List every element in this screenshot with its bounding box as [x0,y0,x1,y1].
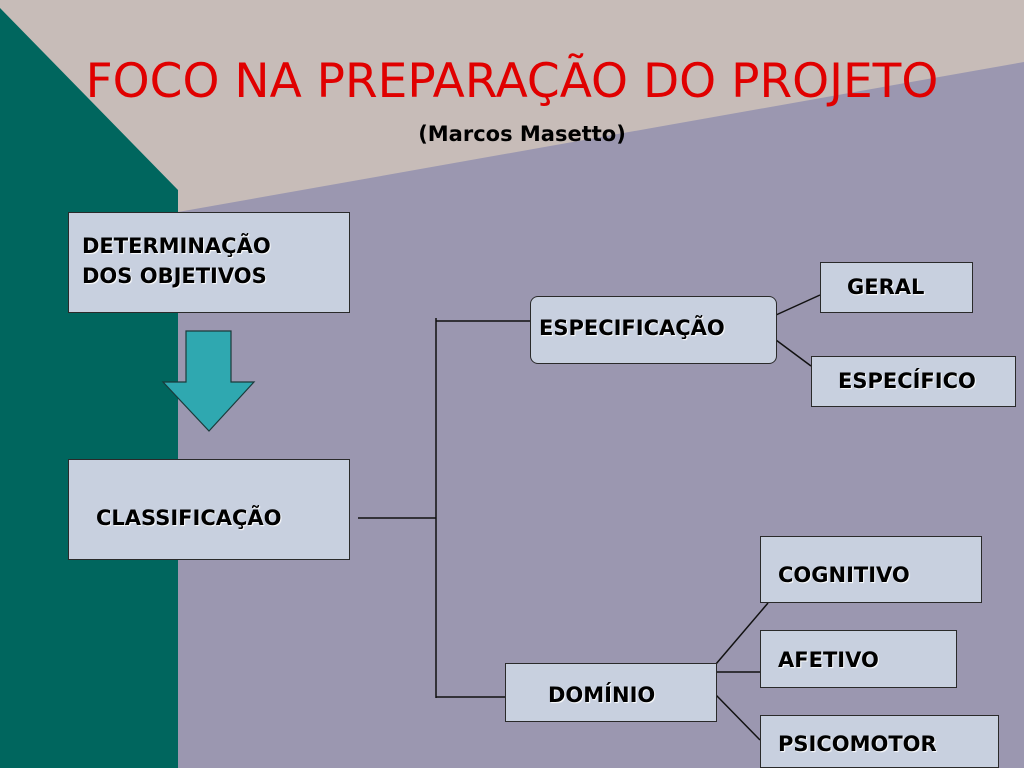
cognitivo-box: COGNITIVO [760,536,982,603]
dominio-box: DOMÍNIO [505,663,717,722]
especificacao-box: ESPECIFICAÇÃO [530,296,777,364]
geral-box: GERAL [820,262,973,313]
dominio-label: DOMÍNIO [548,683,656,707]
geral-label: GERAL [847,275,925,299]
especificacao-label: ESPECIFICAÇÃO [539,316,725,340]
especifico-label: ESPECÍFICO [838,369,976,393]
determinacao-label-line2: DOS OBJETIVOS [82,264,267,288]
cognitivo-label: COGNITIVO [778,563,910,587]
afetivo-label: AFETIVO [778,648,879,672]
determinacao-label-line1: DETERMINAÇÃO [82,234,271,258]
classificacao-label: CLASSIFICAÇÃO [96,506,282,530]
psicomotor-label: PSICOMOTOR [778,732,937,756]
psicomotor-box: PSICOMOTOR [760,715,999,768]
slide-title: FOCO NA PREPARAÇÃO DO PROJETO [85,54,939,109]
afetivo-box: AFETIVO [760,630,957,688]
especifico-box: ESPECÍFICO [811,356,1016,407]
classificacao-box: CLASSIFICAÇÃO [68,459,350,560]
down-arrow-icon [161,330,256,432]
slide-subtitle: (Marcos Masetto) [418,122,626,146]
determinacao-box: DETERMINAÇÃO DOS OBJETIVOS [68,212,350,313]
